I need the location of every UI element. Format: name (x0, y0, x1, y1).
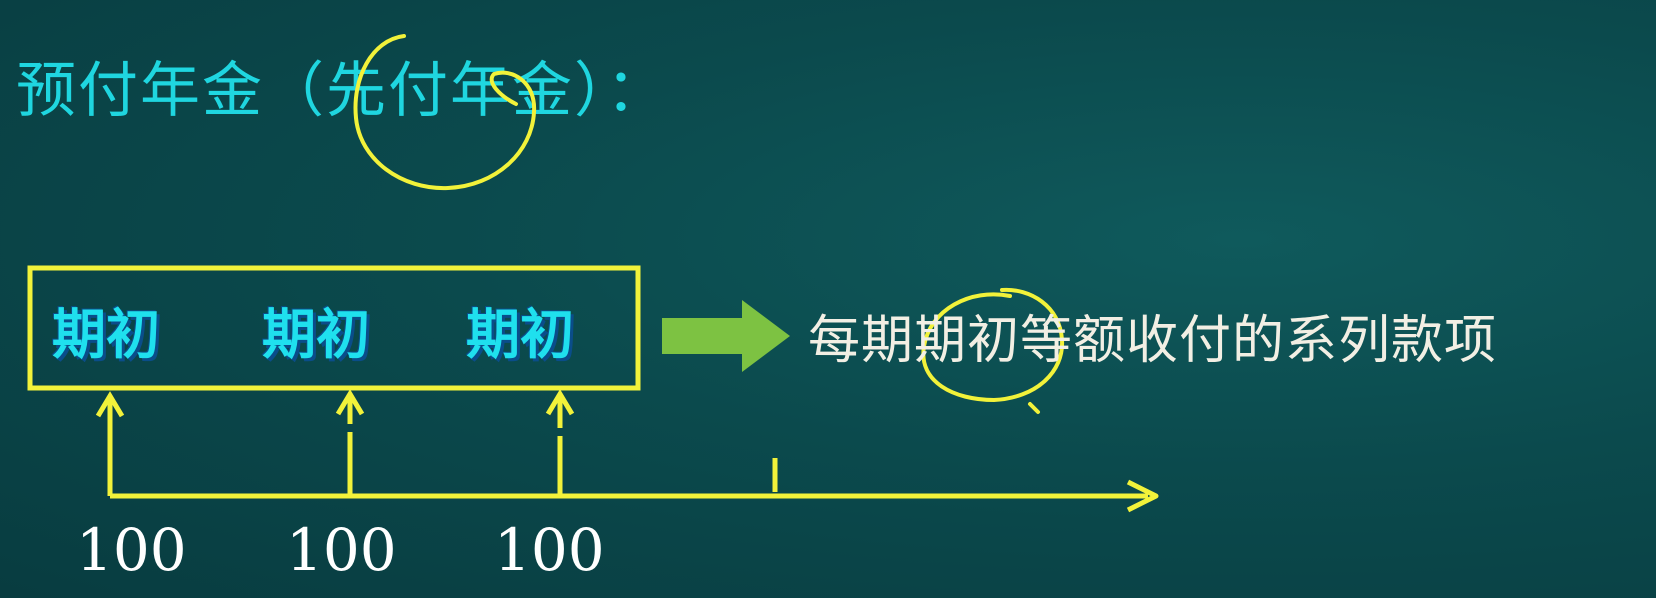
payment-arrow-3 (545, 389, 575, 496)
handwritten-circle-description (921, 287, 1065, 403)
amount-1: 100 (76, 516, 187, 584)
description-text: 每期期初等额收付的系列款项 (808, 311, 1498, 371)
circle-tail (1028, 402, 1040, 414)
payment-arrow-2 (335, 389, 365, 496)
timeline-arrowhead (1126, 479, 1159, 513)
handwritten-circle-title (353, 34, 537, 191)
amount-3: 100 (494, 516, 605, 584)
term-label-3: 期初 (466, 303, 574, 366)
payment-arrow-1 (95, 391, 125, 496)
term-label-1: 期初 (52, 303, 160, 366)
term-label-2: 期初 (262, 303, 370, 366)
term-box (27, 265, 641, 391)
page-title: 预付年金（先付年金）： (16, 56, 668, 126)
right-arrow-icon (662, 300, 790, 372)
amount-2: 100 (286, 516, 397, 584)
